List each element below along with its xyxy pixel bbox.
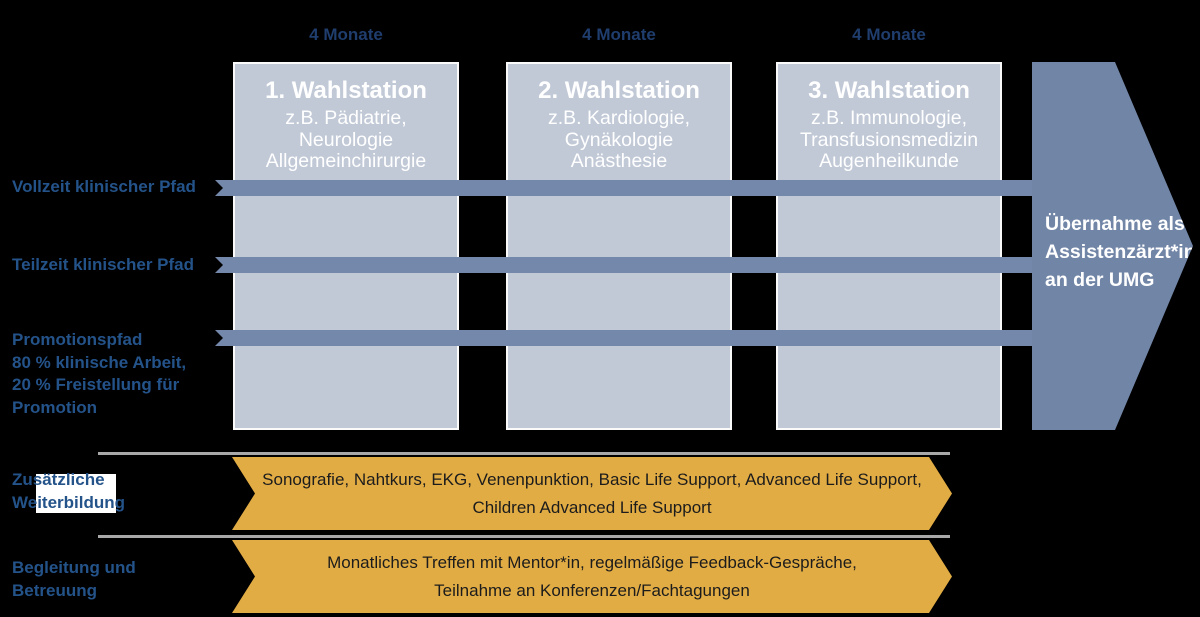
path-bar-vollzeit [215, 180, 1037, 196]
extra-arrow-weiterbildung: Sonografie, Nahtkurs, EKG, Venenpunktion… [232, 457, 952, 530]
outcome-arrow: Übernahme als Assistenzärzt*in an der UM… [1032, 62, 1193, 430]
extra-content: Sonografie, Nahtkurs, EKG, Venenpunktion… [262, 469, 922, 517]
duration-label-1: 4 Monate [309, 25, 383, 44]
station-title: 3. Wahlstation [808, 77, 970, 104]
divider-line [98, 452, 950, 455]
path-label-teilzeit: Teilzeit klinischer Pfad [12, 255, 195, 274]
path-bar-promotion [215, 330, 1037, 346]
station-box-3: 3. Wahlstation z.B. Immunologie, Transfu… [776, 62, 1002, 430]
path-bar-teilzeit [215, 257, 1037, 273]
extra-arrow-betreuung: Monatliches Treffen mit Mentor*in, regel… [232, 540, 952, 613]
extra-label-betreuung: Begleitung und Betreuung [12, 558, 136, 600]
station-title: 1. Wahlstation [265, 77, 427, 104]
path-label-vollzeit: Vollzeit klinischer Pfad [12, 177, 196, 196]
station-box-2: 2. Wahlstation z.B. Kardiologie, Gynäkol… [506, 62, 732, 430]
divider-line [98, 535, 950, 538]
station-title: 2. Wahlstation [538, 77, 700, 104]
path-label-promotion: Promotionspfad 80 % klinische Arbeit, 20… [12, 330, 187, 417]
duration-label-3: 4 Monate [852, 25, 926, 44]
extra-content: Monatliches Treffen mit Mentor*in, regel… [327, 552, 857, 600]
outcome-label: Übernahme als Assistenzärzt*in an der UM… [1045, 213, 1196, 291]
duration-label-2: 4 Monate [582, 25, 656, 44]
station-box-1: 1. Wahlstation z.B. Pädiatrie, Neurologi… [233, 62, 459, 430]
station-examples: z.B. Pädiatrie, Neurologie Allgemeinchir… [265, 107, 427, 172]
station-examples: z.B. Immunologie, Transfusionsmedizin Au… [799, 107, 979, 172]
station-examples: z.B. Kardiologie, Gynäkologie Anästhesie [548, 107, 690, 172]
extra-label-weiterbildung: Zusätzliche Weiterbildung [12, 470, 126, 512]
highlight-artifact [36, 474, 116, 513]
